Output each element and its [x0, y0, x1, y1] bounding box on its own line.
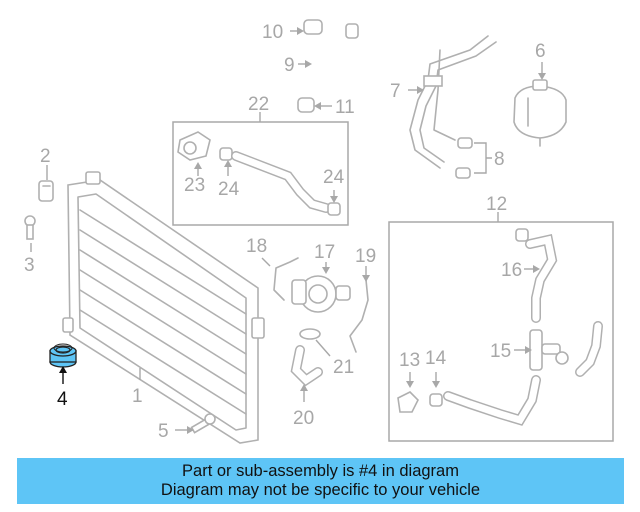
callout-24-a: 24: [218, 179, 240, 200]
callout-18: 18: [246, 236, 267, 257]
callout-11: 11: [335, 97, 355, 118]
clamp-part-10: [303, 19, 323, 35]
callout-13: 13: [399, 350, 420, 371]
callout-17: 17: [314, 242, 335, 263]
callout-6: 6: [535, 41, 546, 62]
callout-19: 19: [355, 246, 376, 267]
bolt-part-3: [24, 215, 36, 240]
connector-part-8: [455, 137, 473, 179]
hose-bundle-part-7: [409, 35, 497, 169]
callout-20: 20: [293, 408, 314, 429]
callout-21: 21: [333, 357, 354, 378]
clamp-part-24-b: [327, 202, 341, 216]
hose-part-12-lower: [443, 375, 541, 426]
parts-diagram: 1 2 3 4 5 6 7 8 9 10 11 12 13 14 15 16 1…: [24, 19, 614, 444]
mount-part-4: [49, 343, 77, 368]
callout-16: 16: [501, 260, 522, 281]
callout-22: 22: [248, 94, 269, 115]
banner-line-2: Diagram may not be specific to your vehi…: [160, 481, 481, 499]
clamp-part-16-top: [515, 228, 529, 242]
callout-24-b: 24: [323, 167, 345, 188]
clamp-part-14: [429, 393, 443, 407]
bracket-part-2: [38, 180, 54, 202]
tee-connector-part-15: [529, 329, 569, 371]
hose-part-20: [290, 345, 323, 387]
banner-line-1: Part or sub-assembly is #4 in diagram: [182, 462, 459, 480]
hose-part-9: [307, 23, 359, 95]
callout-4: 4: [57, 389, 68, 410]
callout-12: 12: [486, 194, 507, 215]
clamp-part-24-a: [219, 147, 233, 161]
bolt-part-5: [190, 413, 216, 434]
callout-1: 1: [132, 386, 143, 407]
bracket-part-19: [349, 279, 369, 353]
seal-part-21: [299, 328, 321, 340]
callout-5: 5: [158, 421, 169, 442]
callout-8: 8: [494, 149, 505, 170]
callout-3: 3: [24, 255, 35, 276]
hose-part-12-right: [575, 321, 603, 377]
group-box-12: [388, 221, 614, 442]
callout-15: 15: [490, 341, 511, 362]
housing-part-23: [177, 131, 211, 161]
water-pump-part-17: [291, 275, 351, 313]
callout-23: 23: [184, 175, 205, 196]
hose-part-16: [525, 234, 558, 323]
radiator-part-1: [62, 171, 265, 444]
hose-part-22: [231, 151, 331, 213]
callout-10: 10: [262, 22, 283, 43]
flange-part-13: [397, 391, 419, 413]
bracket-part-18: [273, 257, 299, 301]
info-banner: Part or sub-assembly is #4 in diagram Di…: [17, 458, 624, 504]
clamp-part-11: [297, 97, 315, 113]
callout-9: 9: [284, 55, 295, 76]
callout-2: 2: [40, 146, 51, 167]
callout-14: 14: [425, 348, 447, 369]
expansion-tank-part-6: [513, 79, 567, 147]
callout-7: 7: [390, 81, 401, 102]
